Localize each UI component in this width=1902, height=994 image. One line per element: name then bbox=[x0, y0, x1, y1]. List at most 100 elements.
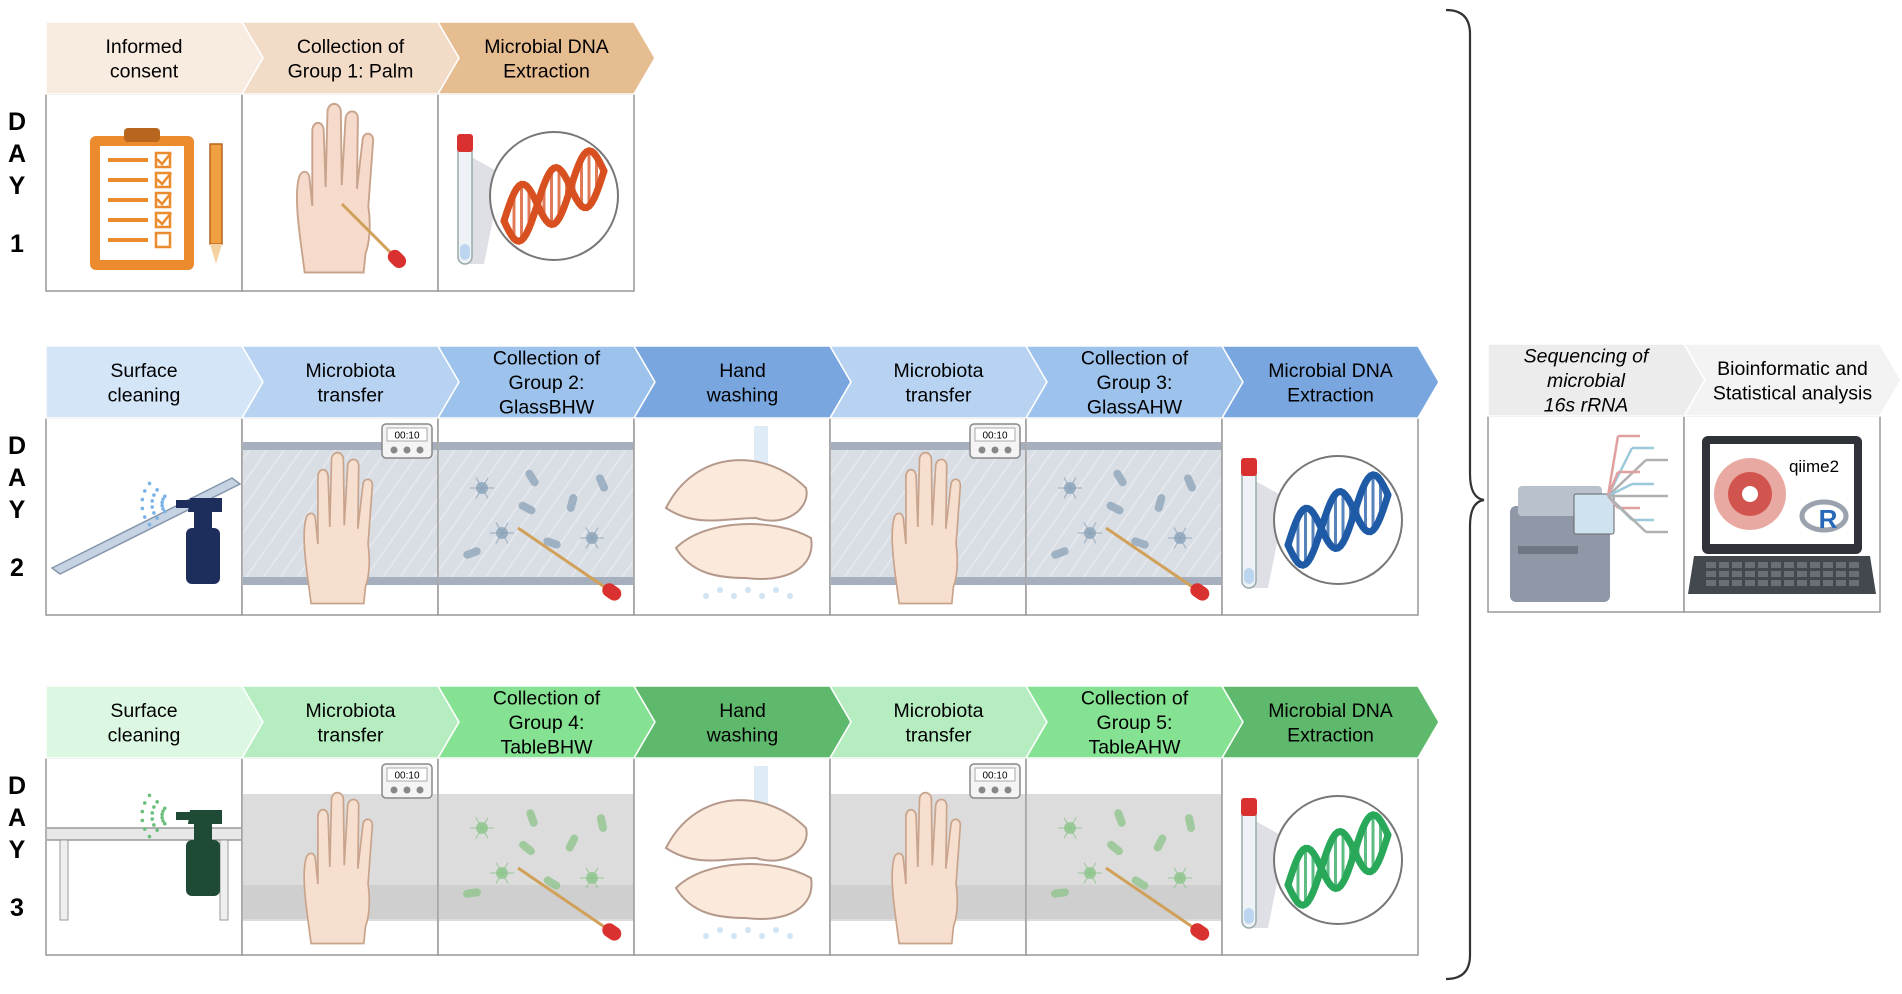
step-illustration: 00:10 bbox=[831, 423, 1025, 605]
bacterium-rod bbox=[543, 876, 561, 890]
spray-dot bbox=[152, 805, 156, 809]
step-label-line: washing bbox=[706, 724, 779, 746]
timer-screen bbox=[386, 427, 428, 442]
bacterium-flagella bbox=[1069, 477, 1077, 489]
step-illustration bbox=[439, 442, 633, 601]
step-label-line: transfer bbox=[905, 384, 972, 406]
swab-icon bbox=[1105, 526, 1210, 601]
step-label-line: Collection of bbox=[1081, 348, 1189, 370]
laptop-key bbox=[1784, 580, 1794, 586]
bacterium-flagella bbox=[501, 522, 509, 534]
glass-edge-top bbox=[243, 442, 437, 450]
hand-icon bbox=[891, 451, 962, 605]
dna-strand bbox=[1284, 827, 1392, 909]
spray-dot bbox=[147, 793, 152, 798]
spray-dot bbox=[155, 516, 159, 520]
check-mark bbox=[156, 172, 172, 186]
header-arrow bbox=[632, 685, 852, 759]
laptop-key bbox=[1836, 562, 1846, 568]
dna-strand bbox=[1284, 811, 1392, 893]
step-illustration bbox=[1241, 455, 1403, 589]
dna-strand bbox=[500, 147, 608, 229]
swab-tip bbox=[387, 249, 407, 269]
laptop-key bbox=[1732, 562, 1742, 568]
spray-dot bbox=[161, 507, 165, 511]
swab-icon bbox=[1105, 866, 1210, 941]
spray-dot bbox=[163, 509, 167, 514]
tube-cap bbox=[457, 134, 473, 152]
spray-dot bbox=[155, 488, 159, 492]
dna-tube-icon bbox=[1241, 455, 1403, 589]
hand-icon bbox=[891, 791, 962, 945]
water-drop bbox=[703, 593, 709, 599]
bottle-body bbox=[186, 528, 220, 584]
bacterium-flagella bbox=[1173, 877, 1181, 889]
step-label-line: Microbial DNA bbox=[484, 36, 609, 58]
brace-path bbox=[1445, 8, 1485, 981]
laptop-key bbox=[1849, 571, 1859, 577]
step-label-line: GlassAHW bbox=[1087, 397, 1183, 419]
bacterium-flagella bbox=[475, 827, 483, 839]
spray-dot bbox=[163, 821, 167, 826]
bacterium-rod bbox=[1131, 537, 1149, 549]
bacterium-rod bbox=[596, 814, 608, 832]
step-illustration bbox=[296, 102, 407, 274]
bacterium-rod bbox=[1131, 876, 1149, 890]
clipboard-clip bbox=[124, 128, 160, 142]
day-label-letter: D bbox=[8, 108, 26, 136]
spray-dot bbox=[152, 823, 156, 827]
spray-bottle-icon bbox=[140, 793, 222, 896]
tree-branch bbox=[1606, 435, 1620, 497]
spray-dot bbox=[160, 503, 164, 508]
step-label-line: Informed bbox=[106, 36, 183, 58]
laptop-key bbox=[1732, 580, 1742, 586]
bacteria-cluster bbox=[463, 469, 609, 559]
timer-icon: 00:10 bbox=[969, 763, 1021, 799]
bacterium-flagella bbox=[1063, 487, 1071, 499]
step-label-line: Group 1: Palm bbox=[288, 60, 414, 82]
step-label-line: Hand bbox=[719, 700, 766, 722]
bacterium-rod bbox=[1114, 809, 1126, 827]
bacterium-flagella bbox=[501, 532, 509, 544]
laptop-key bbox=[1797, 580, 1807, 586]
pencil-body bbox=[209, 143, 223, 245]
laptop-key bbox=[1719, 571, 1729, 577]
step-label-line: Collection of bbox=[297, 36, 405, 58]
bacteria-cluster bbox=[1051, 809, 1196, 898]
swab-tip bbox=[1190, 923, 1210, 941]
bacterium-flagella bbox=[1069, 487, 1077, 499]
step-label-line: Collection of bbox=[493, 348, 601, 370]
tube-cap bbox=[1241, 798, 1257, 816]
hand-washing-icon bbox=[664, 766, 813, 939]
step-label-line: Collection of bbox=[493, 688, 601, 710]
bacterium-flagella bbox=[475, 477, 483, 489]
dna-strand bbox=[500, 163, 608, 245]
bacterium-rod bbox=[1154, 494, 1166, 512]
laptop-key bbox=[1706, 562, 1716, 568]
glass-edge-bottom bbox=[1027, 577, 1221, 585]
laptop-key bbox=[1719, 562, 1729, 568]
day-row-2: Surfacecleaning00:10MicrobiotatransferCo… bbox=[45, 345, 1440, 616]
tube-liquid bbox=[1244, 908, 1254, 924]
step-label-line: Statistical analysis bbox=[1713, 382, 1873, 404]
swab-icon bbox=[340, 202, 407, 269]
glass-sheen bbox=[1027, 442, 1221, 581]
bacterium-flagella bbox=[1063, 477, 1071, 489]
header-arrow bbox=[240, 21, 460, 95]
glass-edge-bottom bbox=[439, 577, 633, 585]
bacterium-rod bbox=[525, 469, 539, 487]
laptop-key bbox=[1771, 580, 1781, 586]
spray-dot bbox=[147, 481, 152, 486]
laptop-key bbox=[1784, 571, 1794, 577]
bacterium-flagella bbox=[585, 867, 593, 879]
